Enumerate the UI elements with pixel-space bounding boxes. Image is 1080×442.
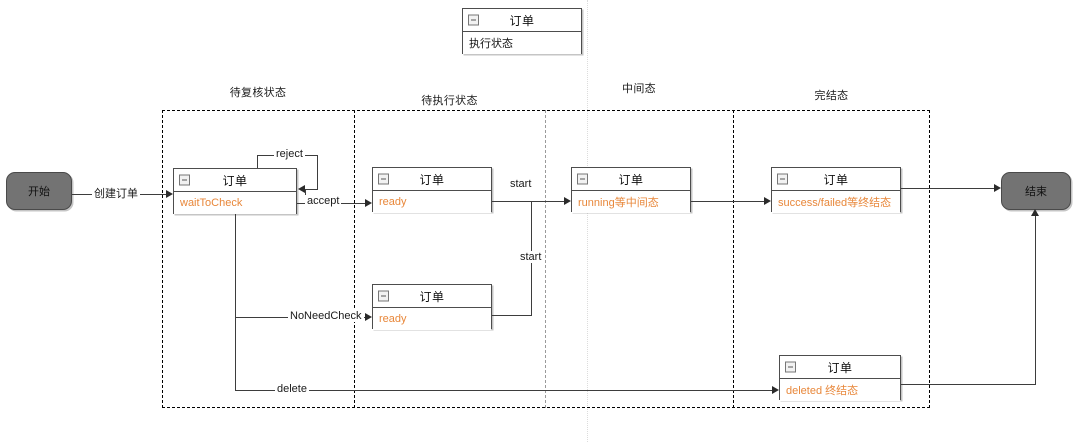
lane-divider-1 [354, 110, 355, 408]
legend-class-attribute: 执行状态 [469, 38, 513, 50]
edge-deleted-to-end-arrow [1031, 209, 1039, 216]
state-deleted-title: 订单 [827, 360, 853, 375]
state-success-value: success/failed等终结态 [778, 197, 892, 209]
state-ready-top-header: 订单 [373, 168, 491, 191]
state-ready-top[interactable]: 订单 ready [372, 167, 492, 213]
swimlane-frame [162, 110, 930, 408]
state-ready-bottom[interactable]: 订单 ready [372, 284, 492, 330]
edge-reject-v-right [317, 155, 318, 189]
state-success-header: 订单 [772, 168, 900, 191]
edge-reject-arrow [298, 185, 305, 193]
state-deleted-value: deleted 终结态 [786, 385, 859, 397]
state-deleted-body: deleted 终结态 [780, 379, 900, 401]
edge-accept-arrow [365, 199, 372, 207]
state-waittocheck-header: 订单 [174, 169, 296, 192]
lane-title-intermediate: 中间态 [622, 83, 656, 95]
minus-icon[interactable] [777, 173, 788, 185]
legend-class-header: 订单 [463, 9, 581, 32]
state-running[interactable]: 订单 running等中间态 [571, 167, 691, 213]
edge-start-top-arrow [564, 197, 571, 205]
state-running-header: 订单 [572, 168, 690, 191]
state-ready-top-body: ready [373, 191, 491, 213]
minus-icon[interactable] [179, 174, 190, 186]
state-deleted[interactable]: 订单 deleted 终结态 [779, 355, 901, 401]
edge-noneedcheck-label: NoNeedCheck [288, 310, 364, 322]
edge-success-to-end-arrow [994, 184, 1001, 192]
state-waittocheck[interactable]: 订单 waitToCheck [173, 168, 297, 214]
edge-delete-label: delete [275, 383, 309, 395]
edge-deleted-to-end-h [901, 384, 1036, 385]
legend-class-title: 订单 [509, 13, 535, 28]
start-node[interactable]: 开始 [6, 172, 72, 210]
legend-class-body: 执行状态 [463, 32, 581, 54]
edge-start-top-line [492, 201, 565, 202]
edge-start-top-label: start [508, 178, 534, 190]
page-break-line [587, 0, 588, 442]
state-waittocheck-body: waitToCheck [174, 192, 296, 214]
state-success-title: 订单 [823, 172, 849, 187]
edge-reject-v-left [257, 155, 258, 168]
edge-noneedcheck-arrow [365, 313, 372, 321]
state-success-body: success/failed等终结态 [772, 191, 900, 213]
minus-icon[interactable] [468, 14, 479, 26]
minus-icon[interactable] [785, 361, 796, 373]
state-ready-top-value: ready [379, 196, 407, 208]
edge-success-to-end [901, 188, 995, 189]
edge-start-bottom-label: start [518, 251, 544, 263]
state-deleted-header: 订单 [780, 356, 900, 379]
edge-deleted-to-end-v [1035, 216, 1036, 385]
state-ready-bottom-title: 订单 [419, 289, 445, 304]
edge-reject-h-in [305, 189, 318, 190]
edge-delete-line [235, 390, 773, 391]
edge-create-order-label: 创建订单 [92, 185, 140, 201]
state-waittocheck-title: 订单 [222, 173, 248, 188]
state-ready-top-title: 订单 [419, 172, 445, 187]
edge-delete-arrow [772, 386, 779, 394]
lane-divider-2 [545, 110, 546, 408]
state-waittocheck-value: waitToCheck [180, 197, 243, 209]
legend-class-box[interactable]: 订单 执行状态 [462, 8, 582, 54]
state-ready-bottom-body: ready [373, 308, 491, 330]
end-node-label: 结束 [1025, 186, 1047, 198]
start-node-label: 开始 [28, 186, 50, 198]
state-running-body: running等中间态 [572, 191, 690, 213]
state-success[interactable]: 订单 success/failed等终结态 [771, 167, 901, 213]
edge-noneedcheck-v [235, 214, 236, 317]
state-running-title: 订单 [618, 172, 644, 187]
edge-reject-label: reject [274, 148, 305, 160]
state-ready-bottom-header: 订单 [373, 285, 491, 308]
end-node[interactable]: 结束 [1001, 172, 1071, 210]
minus-icon[interactable] [378, 290, 389, 302]
minus-icon[interactable] [577, 173, 588, 185]
edge-start-bottom-h [492, 315, 532, 316]
edge-accept-label: accept [305, 195, 342, 207]
edge-running-to-success [691, 201, 765, 202]
state-running-value: running等中间态 [578, 197, 659, 209]
edge-create-order-arrow [166, 190, 173, 198]
lane-divider-3 [733, 110, 734, 408]
minus-icon[interactable] [378, 173, 389, 185]
state-ready-bottom-value: ready [379, 313, 407, 325]
edge-running-to-success-arrow [764, 197, 771, 205]
lane-title-completed: 完结态 [814, 90, 849, 102]
lane-title-pending-review: 待复核状态 [229, 87, 287, 99]
edge-delete-v [235, 317, 236, 391]
lane-title-pending-execution: 待执行状态 [421, 95, 478, 107]
